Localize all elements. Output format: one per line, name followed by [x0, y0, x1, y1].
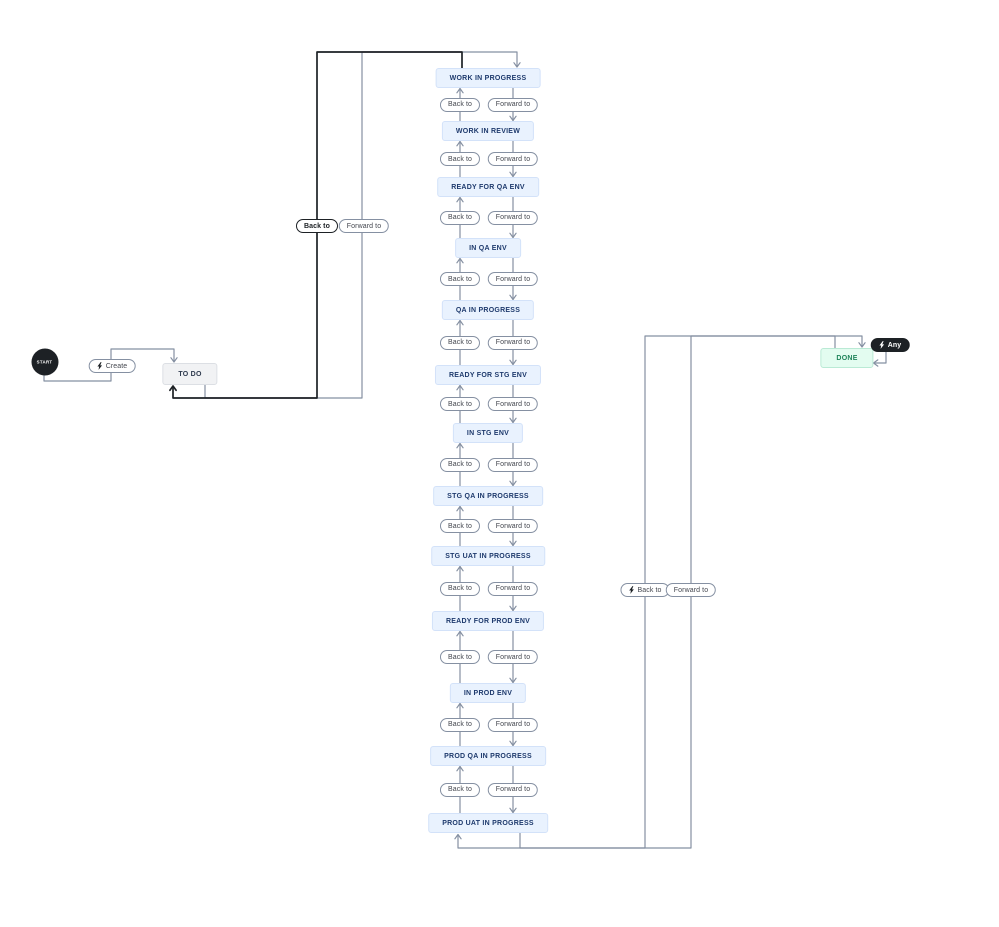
- forward-transition-pill-7[interactable]: Forward to: [487, 519, 539, 533]
- back-transition-pill-4[interactable]: Back to: [439, 335, 481, 350]
- back-transition-pill-11[interactable]: Back to: [439, 782, 481, 797]
- final-back-transition-pill[interactable]: Back to: [620, 583, 670, 597]
- back-transition-pill-3-label: Back to: [447, 275, 473, 283]
- status-node-qa-in-progress-label: QA IN PROGRESS: [455, 306, 521, 314]
- forward-transition-pill-2-label: Forward to: [495, 214, 531, 221]
- create-transition-pill[interactable]: Create: [88, 359, 136, 373]
- status-node-in-qa-env-label: IN QA ENV: [469, 244, 507, 252]
- global-forward-transition-pill-label: Forward to: [346, 222, 382, 230]
- status-node-prod-qa-in-progress[interactable]: PROD QA IN PROGRESS: [430, 746, 546, 766]
- create-transition-pill-label: Create: [105, 362, 128, 370]
- forward-transition-pill-2[interactable]: Forward to: [487, 210, 539, 225]
- lightning-icon: [628, 586, 634, 594]
- forward-transition-pill-1[interactable]: Forward to: [487, 152, 539, 166]
- forward-transition-pill-7-label: Forward to: [495, 522, 531, 530]
- any-transition-pill-label: Any: [887, 341, 902, 349]
- forward-transition-pill-4[interactable]: Forward to: [487, 335, 539, 350]
- lightning-icon: [879, 341, 885, 349]
- back-transition-pill-8-label: Back to: [447, 585, 473, 592]
- back-transition-pill-6[interactable]: Back to: [439, 457, 481, 472]
- status-node-prod-qa-in-progress-label: PROD QA IN PROGRESS: [444, 752, 532, 760]
- forward-transition-pill-9-label: Forward to: [495, 653, 531, 661]
- status-node-ready-for-qa-env[interactable]: READY FOR QA ENV: [437, 177, 539, 197]
- forward-transition-pill-8-label: Forward to: [495, 585, 531, 592]
- forward-transition-pill-11[interactable]: Forward to: [487, 782, 539, 797]
- forward-transition-pill-10-label: Forward to: [495, 721, 531, 728]
- back-transition-pill-1-label: Back to: [447, 155, 473, 163]
- status-node-ready-for-prod-env[interactable]: READY FOR PROD ENV: [431, 611, 545, 631]
- status-node-prod-uat-in-progress[interactable]: PROD UAT IN PROGRESS: [428, 813, 548, 833]
- status-node-done-label: DONE: [836, 354, 858, 362]
- status-node-ready-for-prod-env-label: READY FOR PROD ENV: [445, 617, 531, 625]
- global-forward-transition-pill[interactable]: Forward to: [338, 219, 390, 233]
- status-node-stg-qa-in-progress-label: STG QA IN PROGRESS: [447, 492, 529, 500]
- status-node-work-in-review-label: WORK IN REVIEW: [455, 127, 521, 135]
- back-transition-pill-5[interactable]: Back to: [439, 397, 481, 411]
- start-node-label: START: [36, 359, 53, 364]
- forward-transition-pill-0-label: Forward to: [495, 101, 531, 108]
- final-forward-transition-pill-label: Forward to: [673, 586, 709, 594]
- status-node-todo[interactable]: TO DO: [162, 363, 218, 385]
- global-back-transition-pill-label: Back to: [304, 222, 330, 230]
- back-transition-pill-11-label: Back to: [447, 786, 473, 793]
- back-transition-pill-10-label: Back to: [447, 721, 473, 728]
- back-transition-pill-9[interactable]: Back to: [439, 650, 481, 664]
- forward-transition-pill-10[interactable]: Forward to: [487, 717, 539, 732]
- status-node-stg-qa-in-progress[interactable]: STG QA IN PROGRESS: [433, 486, 543, 506]
- final-back-transition-pill-label: Back to: [637, 586, 662, 594]
- status-node-work-in-review[interactable]: WORK IN REVIEW: [441, 121, 535, 141]
- back-transition-pill-6-label: Back to: [447, 461, 473, 468]
- forward-transition-pill-6[interactable]: Forward to: [487, 457, 539, 472]
- status-node-done[interactable]: DONE: [820, 348, 874, 368]
- back-transition-pill-2[interactable]: Back to: [439, 210, 481, 225]
- back-transition-pill-7[interactable]: Back to: [439, 519, 481, 533]
- status-node-qa-in-progress[interactable]: QA IN PROGRESS: [441, 300, 535, 320]
- forward-transition-pill-11-label: Forward to: [495, 786, 531, 793]
- status-node-stg-uat-in-progress-label: STG UAT IN PROGRESS: [445, 552, 531, 560]
- forward-transition-pill-4-label: Forward to: [495, 339, 531, 346]
- forward-transition-pill-6-label: Forward to: [495, 461, 531, 468]
- status-node-work-in-progress[interactable]: WORK IN PROGRESS: [435, 68, 541, 88]
- status-node-prod-uat-in-progress-label: PROD UAT IN PROGRESS: [442, 819, 534, 827]
- status-node-in-qa-env[interactable]: IN QA ENV: [455, 238, 521, 258]
- back-transition-pill-10[interactable]: Back to: [439, 717, 481, 732]
- back-transition-pill-0-label: Back to: [447, 101, 473, 108]
- status-node-stg-uat-in-progress[interactable]: STG UAT IN PROGRESS: [431, 546, 545, 566]
- status-node-work-in-progress-label: WORK IN PROGRESS: [449, 74, 527, 82]
- status-node-in-stg-env[interactable]: IN STG ENV: [452, 423, 524, 443]
- status-node-in-prod-env[interactable]: IN PROD ENV: [449, 683, 527, 703]
- back-transition-pill-3[interactable]: Back to: [439, 272, 481, 286]
- status-node-ready-for-qa-env-label: READY FOR QA ENV: [451, 183, 525, 191]
- status-node-in-prod-env-label: IN PROD ENV: [463, 689, 513, 697]
- status-node-in-stg-env-label: IN STG ENV: [466, 429, 510, 437]
- back-transition-pill-4-label: Back to: [447, 339, 473, 346]
- forward-transition-pill-0[interactable]: Forward to: [487, 97, 539, 112]
- back-transition-pill-2-label: Back to: [447, 214, 473, 221]
- forward-transition-pill-9[interactable]: Forward to: [487, 650, 539, 664]
- lightning-icon: [97, 362, 103, 370]
- forward-transition-pill-5-label: Forward to: [495, 400, 531, 408]
- back-transition-pill-9-label: Back to: [447, 653, 473, 661]
- forward-transition-pill-8[interactable]: Forward to: [487, 581, 539, 596]
- status-node-todo-label: TO DO: [178, 370, 202, 378]
- forward-transition-pill-3[interactable]: Forward to: [487, 272, 539, 286]
- back-transition-pill-0[interactable]: Back to: [439, 97, 481, 112]
- back-transition-pill-8[interactable]: Back to: [439, 581, 481, 596]
- back-transition-pill-7-label: Back to: [447, 522, 473, 530]
- forward-transition-pill-5[interactable]: Forward to: [487, 397, 539, 411]
- status-node-ready-for-stg-env[interactable]: READY FOR STG ENV: [434, 365, 542, 385]
- forward-transition-pill-1-label: Forward to: [495, 155, 531, 163]
- any-transition-pill[interactable]: Any: [870, 338, 910, 352]
- status-node-ready-for-stg-env-label: READY FOR STG ENV: [448, 371, 528, 379]
- forward-transition-pill-3-label: Forward to: [495, 275, 531, 283]
- final-forward-transition-pill[interactable]: Forward to: [665, 583, 717, 597]
- start-node[interactable]: START: [31, 348, 58, 375]
- global-back-transition-pill[interactable]: Back to: [296, 219, 338, 233]
- back-transition-pill-5-label: Back to: [447, 400, 473, 408]
- back-transition-pill-1[interactable]: Back to: [439, 152, 481, 166]
